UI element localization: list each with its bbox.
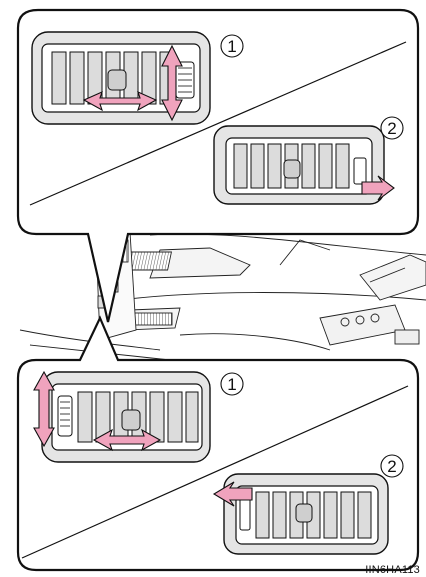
step-1-bottom-label: 1 <box>227 375 236 394</box>
figure-code: IIN6HA113 <box>365 564 420 576</box>
step-2-label: 2 <box>387 119 396 138</box>
vent-bottom-1-illustration <box>42 372 210 462</box>
step-1-label: 1 <box>227 37 236 56</box>
vent-bottom-2-illustration <box>224 474 388 554</box>
car-interior-illustration <box>20 232 426 360</box>
vent-top-1-illustration <box>32 32 210 124</box>
step-2-bottom-label: 2 <box>387 457 396 476</box>
bottom-callout-panel: 1 2 <box>18 318 418 570</box>
vent-top-2-illustration <box>214 126 384 204</box>
